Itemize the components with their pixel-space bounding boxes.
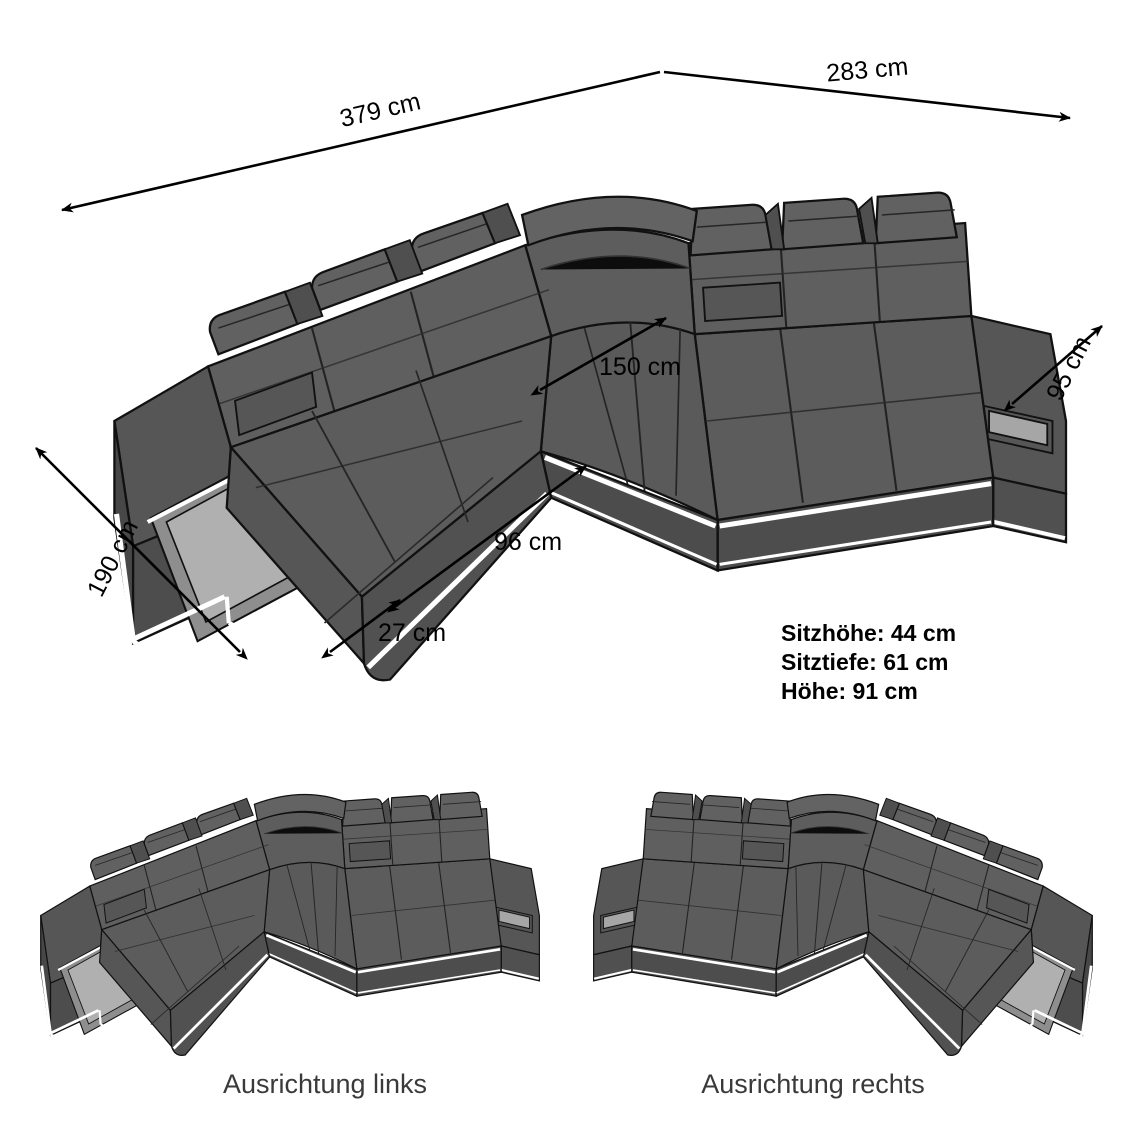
main-sofa-illustration <box>114 193 1066 684</box>
dim-line-283 <box>663 70 1071 122</box>
dim-line-27 <box>321 598 401 659</box>
dim-label-150: 150 cm <box>599 353 681 381</box>
variant-orientation-right[interactable]: Ausrichtung rechts <box>594 792 1093 1099</box>
spec-list: Sitzhöhe: 44 cm Sitztiefe: 61 cm Höhe: 9… <box>781 620 956 704</box>
dim-line-95 <box>1003 325 1103 412</box>
spec-overall-height: Höhe: 91 cm <box>781 678 918 704</box>
dim-label-379: 379 cm <box>337 87 423 133</box>
dim-line-190 <box>35 447 248 660</box>
dim-line-150 <box>530 316 667 396</box>
variant-orientation-left[interactable]: Ausrichtung links <box>39 790 541 1099</box>
variant-left-caption: Ausrichtung links <box>223 1069 427 1099</box>
spec-seat-height: Sitzhöhe: 44 cm <box>781 620 956 646</box>
dim-label-27: 27 cm <box>378 619 446 647</box>
spec-seat-depth: Sitztiefe: 61 cm <box>781 649 948 675</box>
dimension-lines <box>35 70 1103 660</box>
dim-label-283: 283 cm <box>825 53 909 88</box>
dim-line-379 <box>61 70 661 213</box>
dim-label-96: 96 cm <box>494 528 562 556</box>
dim-line-96 <box>387 464 587 613</box>
variant-right-caption: Ausrichtung rechts <box>701 1069 925 1099</box>
